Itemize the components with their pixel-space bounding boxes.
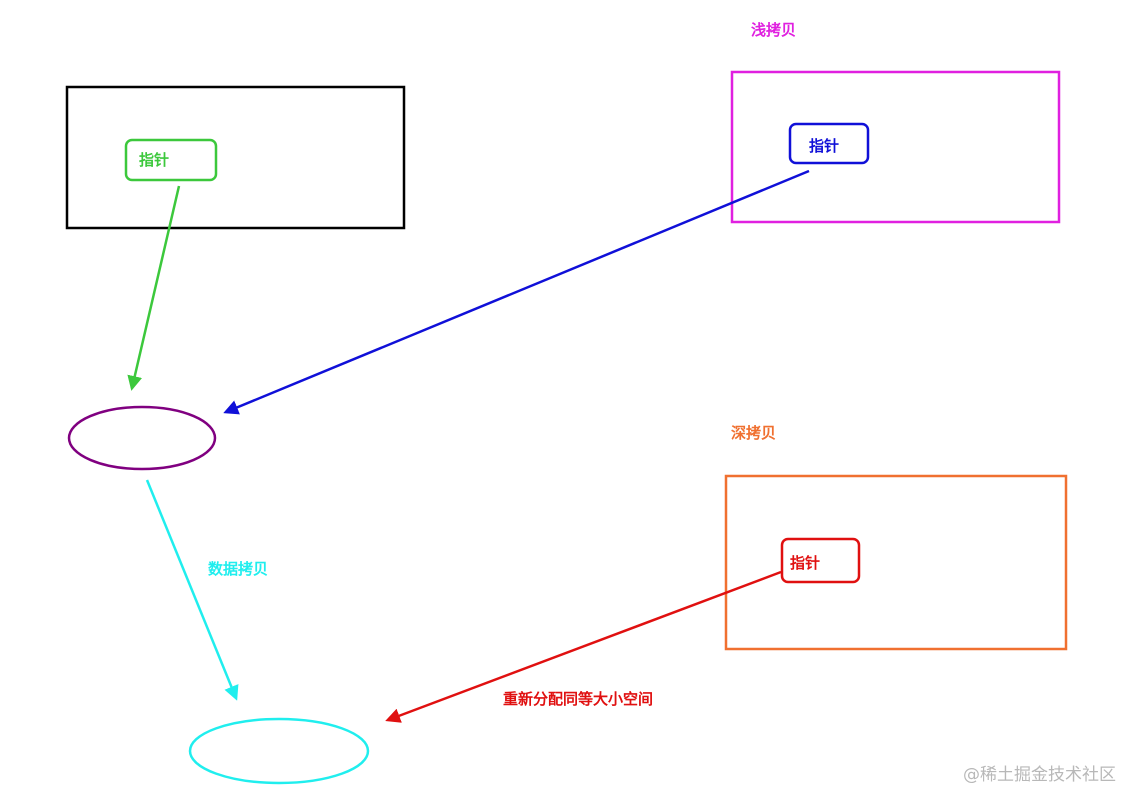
original-pointer-label: 指针	[139, 151, 170, 169]
deep-pointer-arrow	[385, 570, 782, 723]
deep-copy-box	[724, 474, 1068, 651]
shallow-copy-title: 浅拷贝	[751, 21, 797, 39]
shallow-pointer-box	[788, 122, 870, 165]
copied-data-ellipse	[188, 717, 370, 785]
data-copy-label: 数据拷贝	[208, 560, 269, 578]
original-object-box	[65, 85, 406, 230]
shallow-copy-box	[730, 70, 1061, 224]
realloc-label: 重新分配同等大小空间	[503, 690, 654, 708]
deep-copy-title: 深拷贝	[731, 424, 777, 442]
deep-pointer-label: 指针	[790, 554, 821, 572]
data-copy-arrow	[145, 479, 239, 701]
shallow-pointer-arrow	[223, 169, 810, 415]
watermark: @稀土掘金技术社区	[963, 765, 1116, 785]
shallow-pointer-label: 指针	[809, 137, 840, 155]
deep-pointer-box	[780, 537, 861, 584]
original-pointer-arrow	[127, 185, 181, 391]
original-data-ellipse	[67, 405, 217, 471]
original-pointer-box	[124, 138, 218, 182]
